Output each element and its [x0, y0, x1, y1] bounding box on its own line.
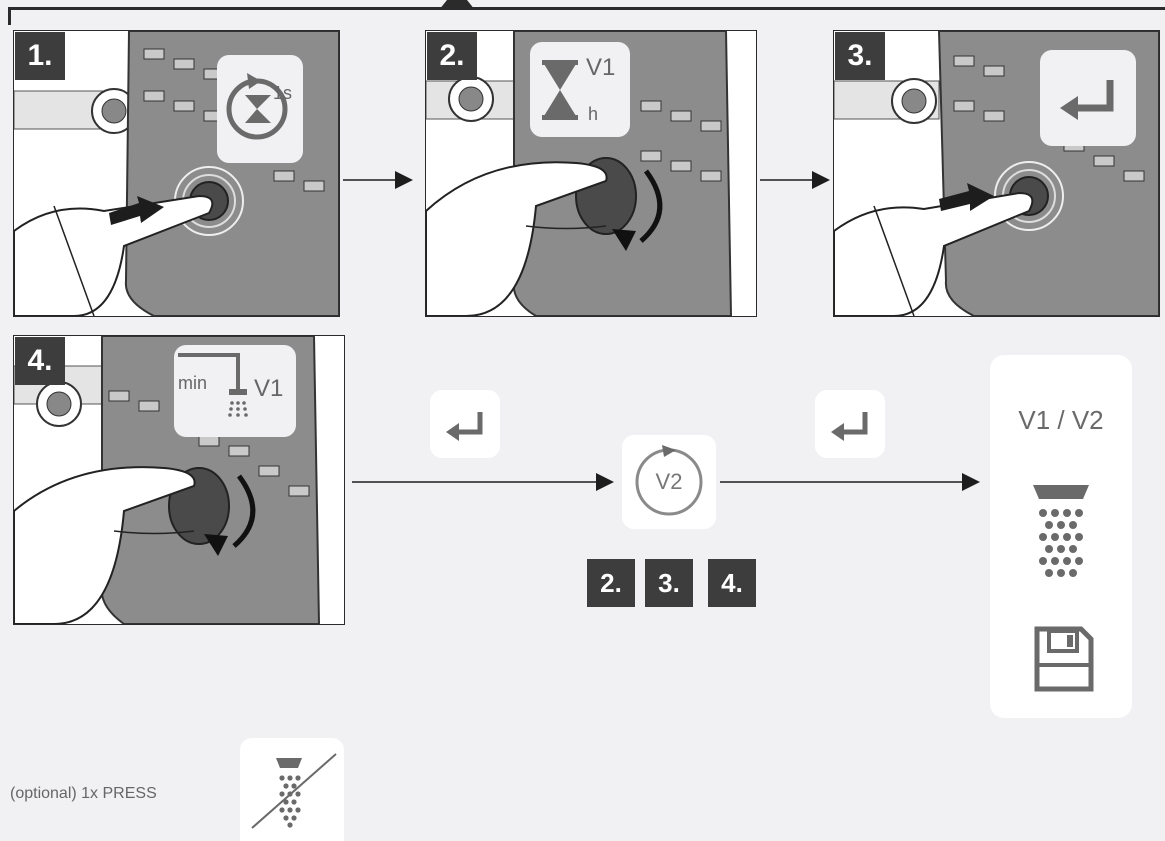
- cycle-enter-box-right: [815, 390, 885, 458]
- optional-icon-box: [240, 738, 344, 841]
- step-1-icon-box: 1s: [217, 55, 303, 163]
- step-1-icon-text: 1s: [273, 83, 292, 104]
- optional-text: (optional) 1x PRESS: [10, 785, 157, 803]
- top-frame-line: [8, 7, 1165, 10]
- enter-icon: [430, 390, 500, 458]
- repeat-step-4-badge: 4.: [708, 559, 756, 607]
- step-2-icon-text: V1: [586, 54, 615, 82]
- top-pointer-icon: [437, 0, 477, 10]
- repeat-step-3-badge: 3.: [645, 559, 693, 607]
- arrow-4-to-v2: [352, 472, 617, 492]
- arrow-1-to-2: [343, 170, 415, 190]
- result-label: V1 / V2: [990, 405, 1132, 436]
- step-2-badge: 2.: [427, 32, 477, 80]
- top-frame-left-edge: [8, 7, 11, 25]
- shower-icon: [1031, 483, 1091, 593]
- step-4-icon-box: min V1: [174, 345, 296, 437]
- step-2-icon-box: V1 h: [530, 42, 630, 137]
- step-1-badge: 1.: [15, 32, 65, 80]
- step-3-icon-box: [1040, 50, 1136, 146]
- enter-icon: [1040, 50, 1136, 146]
- enter-icon: [815, 390, 885, 458]
- cycle-enter-box-left: [430, 390, 500, 458]
- arrow-v2-to-result: [720, 472, 985, 492]
- v2-label: V2: [622, 469, 716, 495]
- floppy-disk-icon: [1033, 625, 1095, 695]
- arrow-2-to-3: [760, 170, 832, 190]
- step-2-icon-subtext: h: [588, 104, 598, 125]
- result-panel: V1 / V2: [990, 355, 1132, 718]
- timer-press-icon: [217, 55, 303, 163]
- v2-cycle-box: V2: [622, 435, 716, 529]
- step-4-badge: 4.: [15, 337, 65, 385]
- step-4-icon-subtext: min: [178, 373, 207, 394]
- repeat-step-2-badge: 2.: [587, 559, 635, 607]
- step-3-badge: 3.: [835, 32, 885, 80]
- shower-crossed-icon: [240, 738, 344, 841]
- step-4-icon-text: V1: [254, 375, 283, 403]
